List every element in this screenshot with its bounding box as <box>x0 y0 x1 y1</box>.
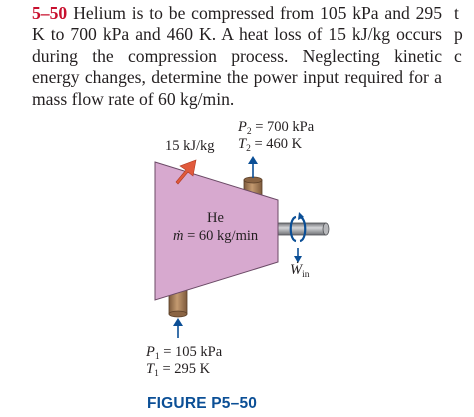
work-input-label: Ẇin <box>290 261 310 280</box>
outlet-temperature-label: T2 = 460 K <box>238 136 303 154</box>
mass-flow-label: ṁ = 60 kg/min <box>173 228 259 244</box>
problem-text: Helium is to be compressed from 105 kPa … <box>32 3 442 109</box>
outlet-flow-arrow-icon <box>248 156 258 178</box>
inlet-pressure-label: P1 = 105 kPa <box>145 344 223 362</box>
inlet-flow-arrow-icon <box>173 318 183 338</box>
problem-number: 5–50 <box>32 3 68 23</box>
drive-shaft <box>277 222 330 236</box>
heat-loss-arrow-icon <box>175 159 197 185</box>
outlet-pressure-label: P2 = 700 kPa <box>237 119 315 137</box>
figure-caption: FIGURE P5–50 <box>147 395 258 412</box>
rotation-arrow-icon <box>289 212 307 243</box>
compressor-body <box>154 161 279 301</box>
inlet-temperature-label: T1 = 295 K <box>146 361 211 379</box>
work-input-arrow-icon <box>294 248 302 263</box>
adjacent-column-fragment: t p c <box>454 3 463 66</box>
heat-loss-label: 15 kJ/kg <box>165 138 215 154</box>
fluid-label: He <box>207 210 224 226</box>
